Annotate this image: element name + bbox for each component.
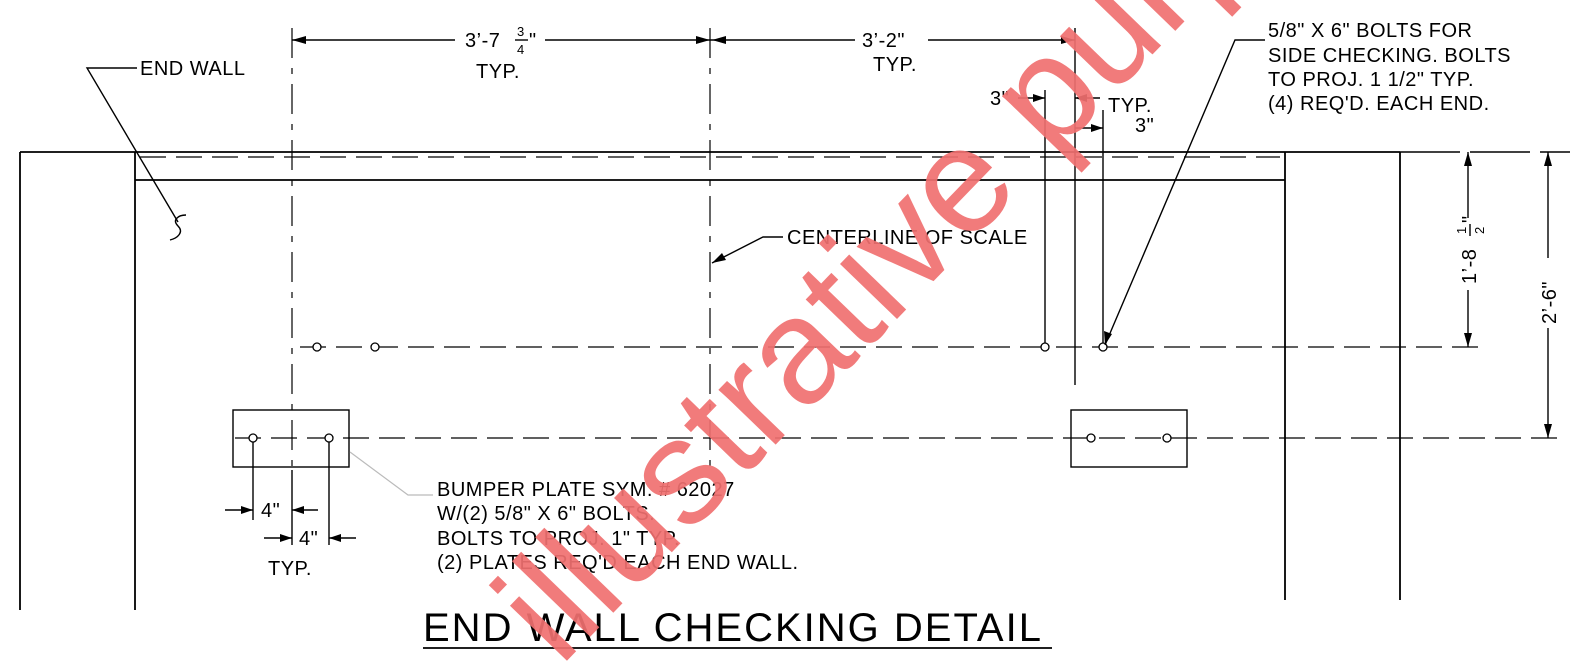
bumper-note-line-1: BUMPER PLATE SYM. # 62027: [437, 479, 735, 501]
dim-whole: 1’-8: [1459, 249, 1481, 284]
drawing-title: END WALL CHECKING DETAIL: [423, 606, 1043, 650]
dim-typ: TYP.: [268, 558, 312, 580]
dimension-3-2: 3’-2" TYP.: [710, 30, 1075, 76]
dim-3-left: 3": [990, 88, 1009, 110]
dim-fraction-den: 4: [517, 42, 524, 57]
dim-text: 2’-6": [1539, 281, 1561, 324]
dim-typ: TYP.: [1108, 95, 1152, 117]
bumper-note-line-4: (2) PLATES REQ'D EACH END WALL.: [437, 552, 799, 574]
dimension-4-inch-bottom: 4" 4" TYP.: [225, 442, 356, 580]
bolt-note: 5/8" X 6" BOLTS FOR SIDE CHECKING. BOLTS…: [1104, 20, 1511, 346]
bumper-note-line-2: W/(2) 5/8" X 6" BOLTS.: [437, 503, 655, 525]
svg-text:": ": [529, 30, 537, 52]
end-wall-label: END WALL: [140, 58, 246, 80]
dim-typ: TYP.: [873, 54, 917, 76]
dim-text: 3’-2": [862, 30, 905, 52]
end-wall-callout: END WALL: [85, 58, 246, 241]
drawing-title-block: END WALL CHECKING DETAIL: [423, 606, 1052, 650]
bolt-note-line-1: 5/8" X 6" BOLTS FOR: [1268, 20, 1473, 42]
svg-text:": ": [1459, 215, 1481, 223]
dimension-3-7-3-4: 3’-7 3 4 " TYP.: [292, 24, 710, 83]
bolt-hole: [370, 342, 380, 352]
dim-4-second: 4": [299, 528, 318, 550]
bolt-note-line-4: (4) REQ'D. EACH END.: [1268, 93, 1490, 115]
dimension-1-8-1-2: 1’-8 1 2 ": [1454, 152, 1487, 347]
dim-4-first: 4": [261, 500, 280, 522]
centerline-label: CENTERLINE OF SCALE: [787, 227, 1028, 249]
dim-fraction-num: 1: [1454, 227, 1469, 234]
centerline-callout: CENTERLINE OF SCALE: [711, 227, 1028, 264]
bumper-plate-right: [1070, 409, 1188, 468]
dim-whole: 3’-7: [465, 30, 500, 52]
bolt-note-line-2: SIDE CHECKING. BOLTS: [1268, 45, 1511, 67]
bolt-note-line-3: TO PROJ. 1 1/2" TYP.: [1268, 69, 1474, 91]
dim-typ: TYP.: [476, 61, 520, 83]
dim-fraction-num: 3: [517, 24, 524, 39]
bolt-hole: [1040, 342, 1050, 352]
dimension-3-inch-spacing: 3" TYP. 3": [990, 88, 1154, 137]
dim-3-right: 3": [1135, 115, 1154, 137]
bumper-plate-note: BUMPER PLATE SYM. # 62027 W/(2) 5/8" X 6…: [349, 451, 799, 574]
dimension-2-6: 2’-6": [1539, 152, 1561, 438]
bumper-note-line-3: BOLTS TO PROJ. 1" TYP.: [437, 528, 680, 550]
centerlines: [235, 28, 1560, 470]
bolt-hole: [312, 342, 322, 352]
dim-fraction-den: 2: [1472, 227, 1487, 234]
